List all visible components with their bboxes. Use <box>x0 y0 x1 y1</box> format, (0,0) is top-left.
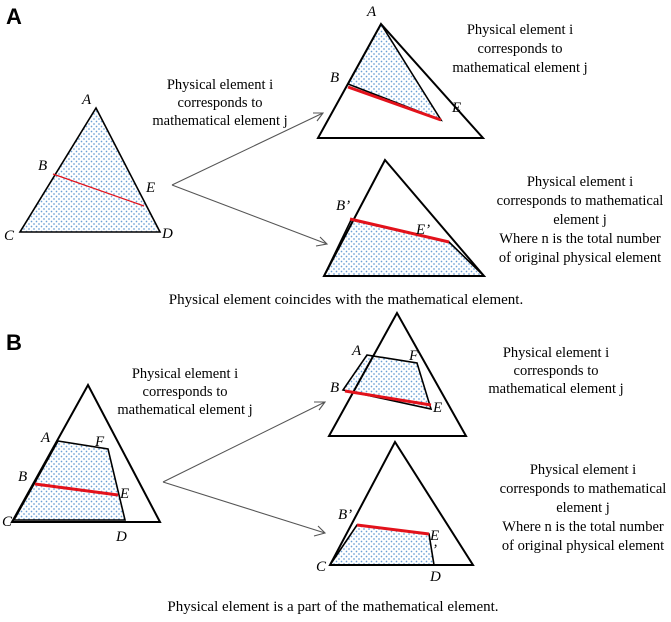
panel-b-left-label-f: F <box>94 434 105 450</box>
panel-b-left-label-a: A <box>40 430 51 446</box>
panel-b-bottom-text: Physical element i corresponds to mathem… <box>500 462 667 554</box>
panel-b-top-label-f: F <box>408 348 419 364</box>
panel-a-top-triangle: A B E <box>316 4 486 139</box>
panel-b-left-outline <box>10 382 162 523</box>
panel-b-left-dotted-region <box>12 440 127 521</box>
panel-a-bottom-text-line-1: Physical element i <box>527 174 633 190</box>
panel-b-arrow-up <box>162 401 327 483</box>
panel-b-top-text-line-2: corresponds to <box>514 363 599 379</box>
panel-b-bottom-dotted-region <box>328 524 435 566</box>
panel-b-bottom-label-tick: ’ <box>432 542 437 558</box>
panel-b-top-triangle: A F B E <box>327 310 468 437</box>
panel-b-top-text: Physical element i corresponds to mathem… <box>488 345 623 397</box>
panel-b-left-text-line-1: Physical element i <box>132 366 238 382</box>
panel-a-top-outline <box>316 22 486 139</box>
panel-b-left-text-line-3: mathematical element j <box>117 402 252 418</box>
panel-a-top-label-e: E <box>451 100 461 116</box>
panel-a-left-label-e: E <box>145 180 155 196</box>
panel-b-bottom-text-line-2: corresponds to mathematical <box>500 481 667 497</box>
panel-b-left-red-line <box>34 482 119 497</box>
panel-b-top-label-a: A <box>351 343 362 359</box>
panel-b-left-label-b: B <box>18 469 27 485</box>
panel-a-bottom-text: Physical element i corresponds to mathem… <box>497 174 664 266</box>
panel-a-left-dotted-region <box>18 106 162 233</box>
panel-b-top-label-b: B <box>330 380 339 396</box>
panel-a-bottom-text-line-3: element j <box>553 212 607 228</box>
panel-a-top-text-line-2: corresponds to <box>478 41 563 57</box>
panel-b-left-text-line-2: corresponds to <box>143 384 228 400</box>
panel-b-bottom-text-line-1: Physical element i <box>530 462 636 478</box>
panel-a-left-label-d: D <box>161 226 173 242</box>
panel-a-left-text-line-3: mathematical element j <box>152 113 287 129</box>
panel-a-left-triangle: A B C D E <box>4 92 173 244</box>
panel-b-top-dotted-region <box>341 354 433 411</box>
panel-a-arrow-up <box>171 112 325 186</box>
panel-a-top-text: Physical element i corresponds to mathem… <box>452 22 587 76</box>
panel-b-top-label-e: E <box>432 400 442 416</box>
panel-a-left-label-c: C <box>4 228 15 244</box>
panel-a-arrow-down <box>171 184 329 247</box>
panel-a-bottom-outline <box>322 158 487 277</box>
panel-a-caption: Physical element coincides with the math… <box>169 292 523 308</box>
panel-a-left-text-line-1: Physical element i <box>167 77 273 93</box>
panel-b-bottom-text-line-4: Where n is the total number <box>502 519 664 535</box>
panel-a-top-label-b: B <box>330 70 339 86</box>
panel-b-bottom-label-b: B’ <box>338 507 352 523</box>
panel-a-top-text-line-3: mathematical element j <box>452 60 587 76</box>
panel-a: A A B C D E Physical element i correspon… <box>4 4 663 308</box>
panel-b: B A F B E C D Physical element i corresp… <box>2 310 667 615</box>
panel-b-top-text-line-3: mathematical element j <box>488 381 623 397</box>
panel-a-bottom-triangle: B’ E’ <box>322 158 487 277</box>
panel-a-left-text: Physical element i corresponds to mathem… <box>152 77 287 129</box>
panel-b-arrow-down <box>162 481 327 537</box>
panel-b-caption: Physical element is a part of the mathem… <box>167 599 498 615</box>
panel-b-top-outline <box>327 310 468 437</box>
panel-b-top-red-line <box>344 389 432 407</box>
panel-a-bottom-text-line-2: corresponds to mathematical <box>497 193 664 209</box>
panel-b-bottom-text-line-3: element j <box>556 500 610 516</box>
panel-a-bottom-label-e: E’ <box>415 222 430 238</box>
panel-a-top-red-line <box>347 85 442 122</box>
panel-a-left-label-b: B <box>38 158 47 174</box>
panel-b-bottom-label-c: C <box>316 559 327 575</box>
panel-a-bottom-text-line-5: of original physical element <box>499 250 661 266</box>
panel-b-left-triangle: A F B E C D <box>2 382 162 545</box>
panel-a-top-label-a: A <box>366 4 377 20</box>
panel-b-left-label-d: D <box>115 529 127 545</box>
panel-b-left-text: Physical element i corresponds to mathem… <box>117 366 252 418</box>
panel-b-top-text-line-1: Physical element i <box>503 345 609 361</box>
panel-a-left-red-line <box>52 173 145 207</box>
panel-b-bottom-text-line-5: of original physical element <box>502 538 664 554</box>
panel-a-bottom-text-line-4: Where n is the total number <box>499 231 661 247</box>
panel-b-bottom-label-d: D <box>429 569 441 585</box>
panel-a-left-text-line-2: corresponds to <box>178 95 263 111</box>
panel-a-bottom-red-line <box>349 217 450 244</box>
panel-a-left-label-a: A <box>81 92 92 108</box>
panel-a-letter: A <box>6 4 22 29</box>
panel-a-bottom-label-b: B’ <box>336 198 350 214</box>
panel-b-bottom-triangle: B’ E ’ C D <box>316 440 475 585</box>
panel-b-left-label-e: E <box>119 486 129 502</box>
panel-b-bottom-label-e: E <box>429 528 439 544</box>
panel-b-bottom-outline <box>328 440 475 566</box>
panel-b-left-label-c: C <box>2 514 13 530</box>
panel-b-bottom-red-line <box>356 523 430 536</box>
panel-a-top-text-line-1: Physical element i <box>467 22 573 38</box>
panel-b-letter: B <box>6 330 22 355</box>
